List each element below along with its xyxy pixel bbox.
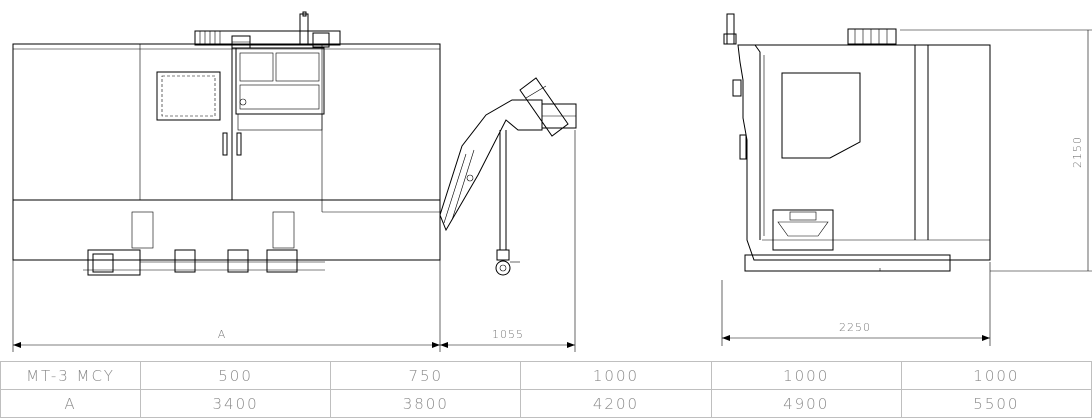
dimension-labels: A 1055 2250 2150	[218, 136, 1084, 341]
table-cell: 3400	[139, 389, 332, 418]
dimension-lines	[12, 29, 1092, 352]
table-row: MT-3 MCY 500 750 1000 1000 1000	[0, 361, 1092, 390]
chip-conveyor	[439, 77, 577, 276]
table-cell: 1000	[520, 361, 712, 390]
machine-layout-drawing: A 1055 2250 2150	[12, 11, 1092, 352]
conveyor-length-label: 1055	[492, 328, 524, 341]
table-row: A 3400 3800 4200 4900 5500	[0, 389, 1092, 418]
table-cell: 750	[330, 361, 522, 390]
table-cell: 1000	[710, 361, 902, 390]
table-cell: 500	[139, 361, 332, 390]
front-view	[12, 11, 441, 276]
side-view	[723, 13, 991, 272]
row-header: MT-3 MCY	[0, 361, 141, 390]
table-cell: 3800	[330, 389, 522, 418]
row-header: A	[0, 389, 141, 418]
table-cell: 5500	[900, 389, 1092, 418]
spec-table: MT-3 MCY 500 750 1000 1000 1000 A 3400 3…	[0, 361, 1092, 418]
table-cell: 4200	[520, 389, 712, 418]
depth-label: 2250	[839, 321, 871, 334]
length-a-label: A	[218, 328, 227, 341]
height-label: 2150	[1071, 136, 1084, 168]
table-cell: 1000	[900, 361, 1092, 390]
table-cell: 4900	[710, 389, 902, 418]
